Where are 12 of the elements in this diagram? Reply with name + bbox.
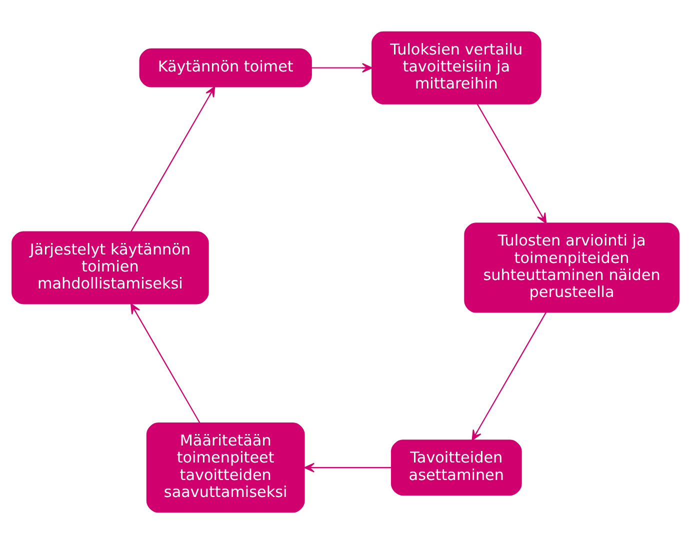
arrow <box>476 104 547 224</box>
node-box: Tulosten arviointi ja toimenpiteiden suhteuttaminen näiden perusteella <box>464 222 680 313</box>
node-box: Järjestelyt käytännön toimien mahdollistamiseksi <box>12 231 209 304</box>
arrow <box>130 303 200 424</box>
arrow <box>304 462 392 472</box>
arrow <box>130 86 216 232</box>
node-box: Määritetään toimenpiteet tavoitteiden saavuttamiseksi <box>146 422 305 513</box>
arrow <box>312 63 372 73</box>
node-box: Tuloksien vertailu tavoitteisiin ja mittareihin <box>372 31 542 104</box>
arrow <box>472 312 547 441</box>
node-box: Käytännön toimet <box>139 48 312 88</box>
node-box: Tavoitteiden asettaminen <box>390 440 522 496</box>
